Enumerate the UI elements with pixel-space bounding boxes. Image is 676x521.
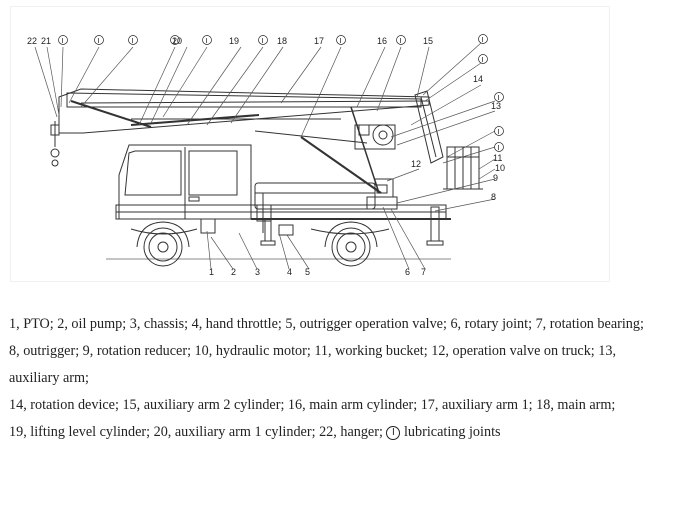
label-9: 9 bbox=[493, 173, 498, 183]
auxiliary-arm-1-cylinder bbox=[130, 114, 260, 126]
label-16: 16 bbox=[377, 36, 387, 46]
lube-marker: I bbox=[494, 92, 504, 102]
lube-marker: I bbox=[494, 126, 504, 136]
label-13: 13 bbox=[491, 101, 501, 111]
lube-marker: I bbox=[202, 35, 212, 45]
svg-text:I: I bbox=[98, 36, 100, 45]
svg-text:I: I bbox=[262, 36, 264, 45]
lube-marker: I bbox=[94, 35, 104, 45]
label-8: 8 bbox=[491, 192, 496, 202]
lower-link bbox=[254, 130, 368, 144]
front-outrigger bbox=[260, 218, 276, 246]
label-22: 22 bbox=[27, 36, 37, 46]
lube-marker: I bbox=[128, 35, 138, 45]
lube-marker: I bbox=[494, 142, 504, 152]
legend-line-4-prefix: 19, lifting level cylinder; 20, auxiliar… bbox=[9, 424, 383, 440]
lube-marker: I bbox=[258, 35, 268, 45]
main-arm-cylinder bbox=[70, 100, 152, 128]
label-11: 11 bbox=[493, 153, 502, 163]
leader-lines bbox=[34, 42, 496, 270]
label-21: 21 bbox=[41, 36, 51, 46]
label-7: 7 bbox=[421, 267, 426, 277]
lube-marker: I bbox=[58, 35, 68, 45]
rotation-device bbox=[354, 124, 396, 150]
rear-wheel bbox=[324, 221, 378, 267]
label-17: 17 bbox=[314, 36, 324, 46]
auxiliary-arm-1 bbox=[66, 92, 422, 120]
label-20: 20 bbox=[172, 36, 182, 46]
front-wheel bbox=[136, 221, 190, 267]
legend-line-1: 1, PTO; 2, oil pump; 3, chassis; 4, hand… bbox=[9, 316, 644, 332]
truck-body-frame bbox=[251, 182, 451, 233]
svg-text:I: I bbox=[206, 36, 208, 45]
parts-legend: 1, PTO; 2, oil pump; 3, chassis; 4, hand… bbox=[9, 311, 659, 446]
svg-text:I: I bbox=[62, 36, 64, 45]
lube-marker: I bbox=[478, 54, 488, 64]
lube-marker: I bbox=[478, 34, 488, 44]
svg-text:I: I bbox=[174, 36, 176, 45]
aerial-work-truck-diagram: 22 21 20 19 18 17 16 15 14 13 12 11 10 9… bbox=[10, 6, 610, 282]
svg-text:I: I bbox=[482, 55, 484, 64]
label-18: 18 bbox=[277, 36, 287, 46]
lifting-cylinder bbox=[300, 136, 382, 194]
lubrication-markers: I I I I I I I I I I I I I bbox=[58, 34, 504, 152]
legend-line-4: 19, lifting level cylinder; 20, auxiliar… bbox=[9, 419, 659, 446]
rear-leaf-spring bbox=[310, 228, 390, 235]
label-1: 1 bbox=[209, 267, 214, 277]
label-6: 6 bbox=[405, 267, 410, 277]
legend-line-2: 8, outrigger; 9, rotation reducer; 10, h… bbox=[9, 343, 617, 386]
label-12: 12 bbox=[411, 159, 421, 169]
label-5: 5 bbox=[305, 267, 310, 277]
svg-text:I: I bbox=[482, 35, 484, 44]
lube-marker: I bbox=[336, 35, 346, 45]
working-bucket bbox=[443, 146, 483, 190]
legend-line-4-suffix: lubricating joints bbox=[403, 424, 501, 440]
svg-text:I: I bbox=[132, 36, 134, 45]
lube-marker: I bbox=[170, 35, 180, 45]
label-19: 19 bbox=[229, 36, 239, 46]
lube-marker: I bbox=[396, 35, 406, 45]
arm-support bbox=[350, 106, 380, 194]
auxiliary-arm bbox=[414, 90, 444, 164]
legend-line-3: 14, rotation device; 15, auxiliary arm 2… bbox=[9, 397, 616, 413]
front-leaf-spring bbox=[130, 228, 198, 235]
label-15: 15 bbox=[423, 36, 433, 46]
label-10: 10 bbox=[495, 163, 505, 173]
outrigger-valve bbox=[278, 224, 294, 236]
svg-text:I: I bbox=[340, 36, 342, 45]
label-14: 14 bbox=[473, 74, 483, 84]
svg-text:I: I bbox=[498, 143, 500, 152]
hanger-hook bbox=[50, 121, 60, 167]
svg-text:I: I bbox=[498, 93, 500, 102]
rear-outrigger bbox=[426, 206, 444, 246]
label-2: 2 bbox=[231, 267, 236, 277]
label-4: 4 bbox=[287, 267, 292, 277]
svg-text:I: I bbox=[400, 36, 402, 45]
truck-cab bbox=[118, 144, 252, 219]
lubricating-joint-icon: I bbox=[386, 426, 401, 440]
svg-text:I: I bbox=[498, 127, 500, 136]
label-3: 3 bbox=[255, 267, 260, 277]
